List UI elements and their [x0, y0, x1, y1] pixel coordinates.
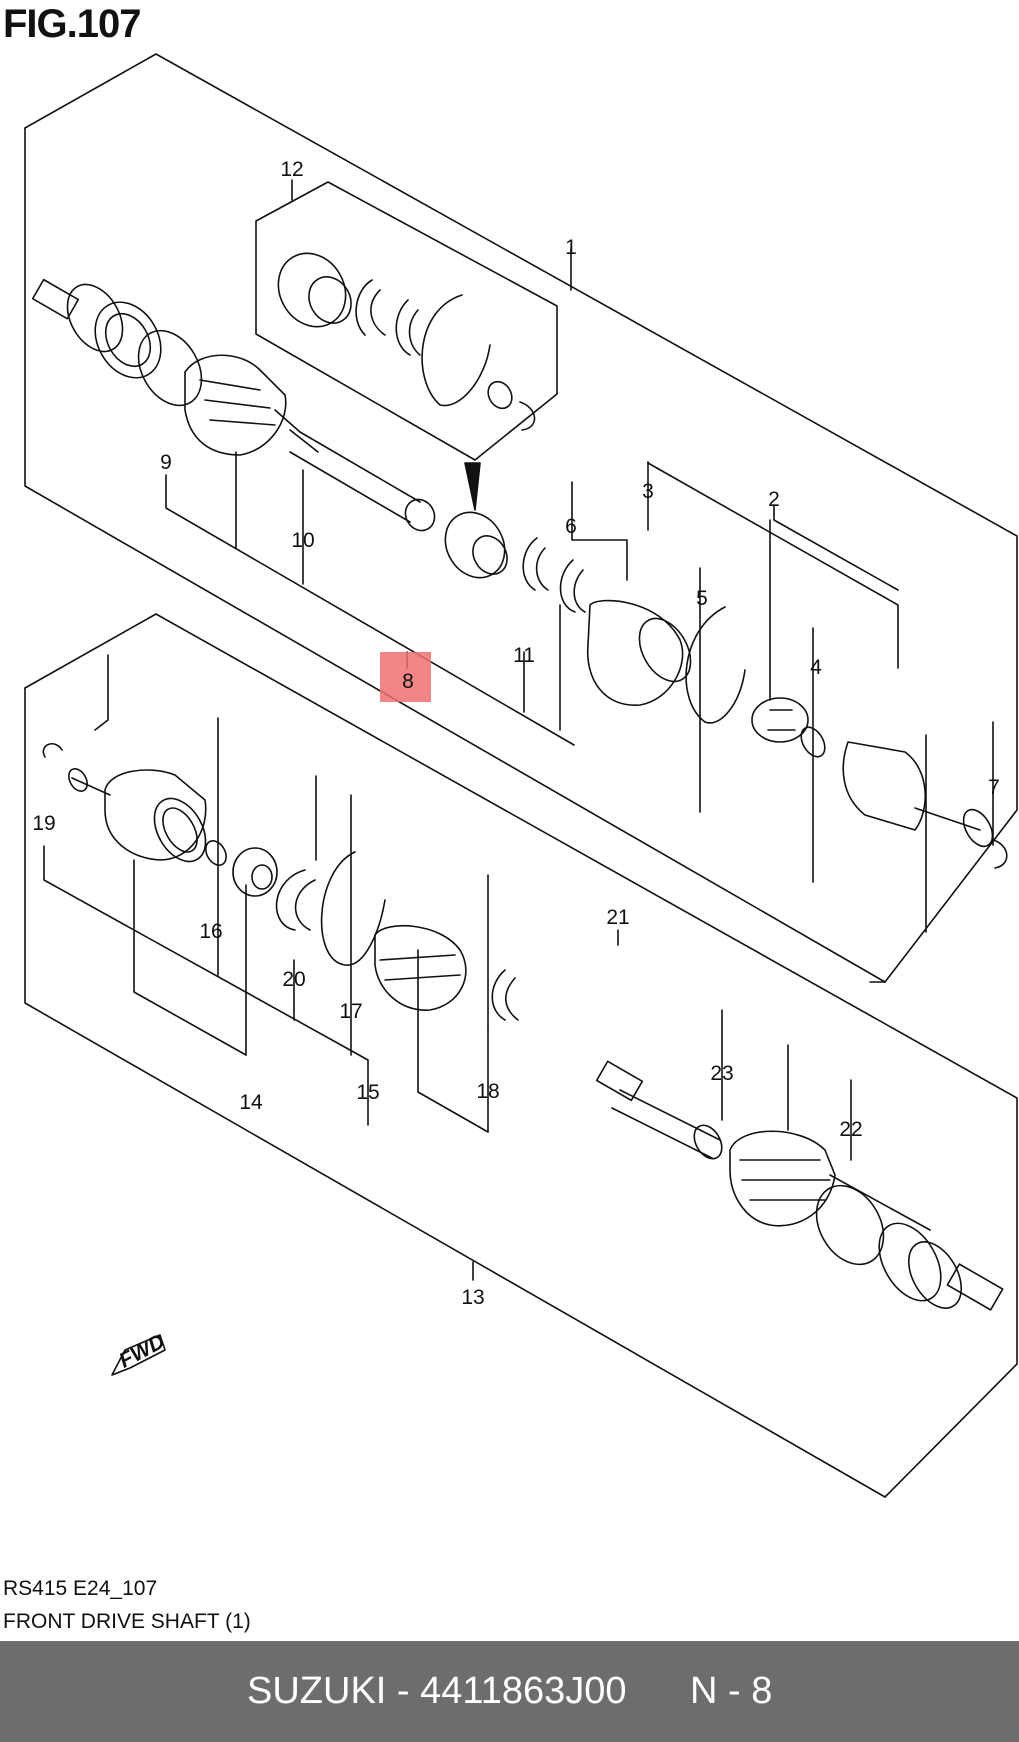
highlight-box: [380, 652, 431, 702]
callout-3[interactable]: 3: [642, 480, 654, 503]
callout-14[interactable]: 14: [239, 1091, 263, 1114]
leader-lines-upper: [165, 179, 994, 933]
part-number: SUZUKI - 4411863J00: [247, 1670, 627, 1712]
lower-inner-parts: [42, 742, 519, 1021]
callout-13[interactable]: 13: [461, 1286, 484, 1309]
figure-title: FIG.107: [3, 2, 142, 46]
upper-inner-parts: [444, 511, 1008, 869]
callout-2[interactable]: 2: [768, 488, 780, 511]
callout-4[interactable]: 4: [810, 656, 822, 679]
callout-8[interactable]: 8: [402, 670, 414, 693]
callout-6[interactable]: 6: [565, 515, 577, 538]
boot-kit-parts: [277, 252, 536, 431]
diagram-code: RS415 E24_107: [3, 1577, 158, 1600]
callout-10[interactable]: 10: [291, 529, 314, 552]
callout-12[interactable]: 12: [280, 158, 303, 181]
assembly-frame-upper: [24, 53, 1018, 983]
callout-17[interactable]: 17: [339, 1000, 362, 1023]
callout-9[interactable]: 9: [160, 451, 172, 474]
leader-lines-lower: [43, 654, 852, 1281]
callout-22[interactable]: 22: [839, 1118, 862, 1141]
footer-bar: SUZUKI - 4411863J00 N - 8: [0, 1641, 1019, 1742]
callout-15[interactable]: 15: [356, 1081, 379, 1104]
assembly-frame-lower: [24, 613, 1018, 1498]
diagram-name: FRONT DRIVE SHAFT (1): [3, 1610, 251, 1633]
page-reference: N - 8: [690, 1670, 773, 1712]
fwd-arrow-icon: [111, 1334, 166, 1376]
callout-20[interactable]: 20: [282, 968, 305, 991]
callout-19[interactable]: 19: [32, 812, 55, 835]
callout-labels: 1 2 3 4 5 6 7 8 9 10 11 12 13 14 15 16 1…: [32, 158, 1000, 1309]
upper-outer-joint: [31, 278, 436, 532]
callout-23[interactable]: 23: [710, 1062, 733, 1085]
callout-11[interactable]: 11: [513, 644, 535, 667]
callout-16[interactable]: 16: [199, 920, 222, 943]
boot-kit-box: [255, 181, 558, 461]
callout-5[interactable]: 5: [696, 587, 708, 610]
callout-7[interactable]: 7: [988, 776, 1000, 799]
callout-18[interactable]: 18: [476, 1080, 499, 1103]
callout-21[interactable]: 21: [606, 906, 629, 929]
callout-1[interactable]: 1: [565, 236, 577, 259]
exploded-diagram: FWD 1 2 3 4 5 6 7 8 9 10 11 12 13 14 15 …: [24, 53, 1018, 1498]
lower-shaft-assembly: [595, 1060, 1004, 1311]
fwd-label: FWD: [115, 1330, 168, 1373]
indicator-arrow: [464, 462, 481, 511]
